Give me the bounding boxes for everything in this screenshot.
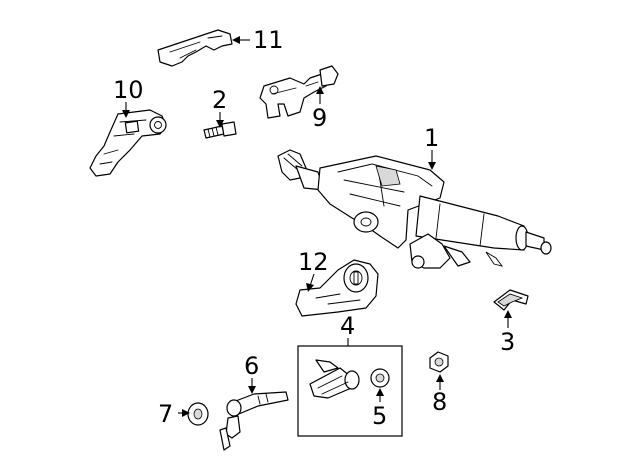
- part-6-key-cylinder: [219, 391, 289, 451]
- callout-3: 3: [500, 328, 515, 356]
- part-10-lock-housing: [89, 109, 167, 177]
- part-8-nut: [429, 351, 449, 373]
- callout-4: 4: [340, 312, 355, 340]
- part-9-switch-bracket: [259, 65, 339, 119]
- part-4-kit-box: [297, 345, 403, 437]
- callout-8: 8: [432, 388, 447, 416]
- callout-9: 9: [312, 104, 327, 132]
- part-2-bolt: [203, 121, 237, 139]
- callout-7: 7: [158, 400, 173, 428]
- part-1-steering-column: [277, 149, 552, 269]
- callout-11: 11: [253, 26, 284, 54]
- leader-lines: [122, 36, 512, 417]
- callout-10: 10: [113, 76, 144, 104]
- part-7-grommet: [187, 402, 209, 426]
- part-3-clip: [493, 289, 529, 311]
- part-11-upper-shroud: [157, 29, 233, 67]
- callout-12: 12: [298, 248, 329, 276]
- callout-labels: 11 10 2 9 1 12 3 4 5 6 7 8: [113, 26, 515, 430]
- callout-2: 2: [212, 86, 227, 114]
- part-12-lower-shroud: [295, 259, 379, 317]
- callout-5: 5: [372, 402, 387, 430]
- callout-1: 1: [424, 124, 439, 152]
- callout-6: 6: [244, 352, 259, 380]
